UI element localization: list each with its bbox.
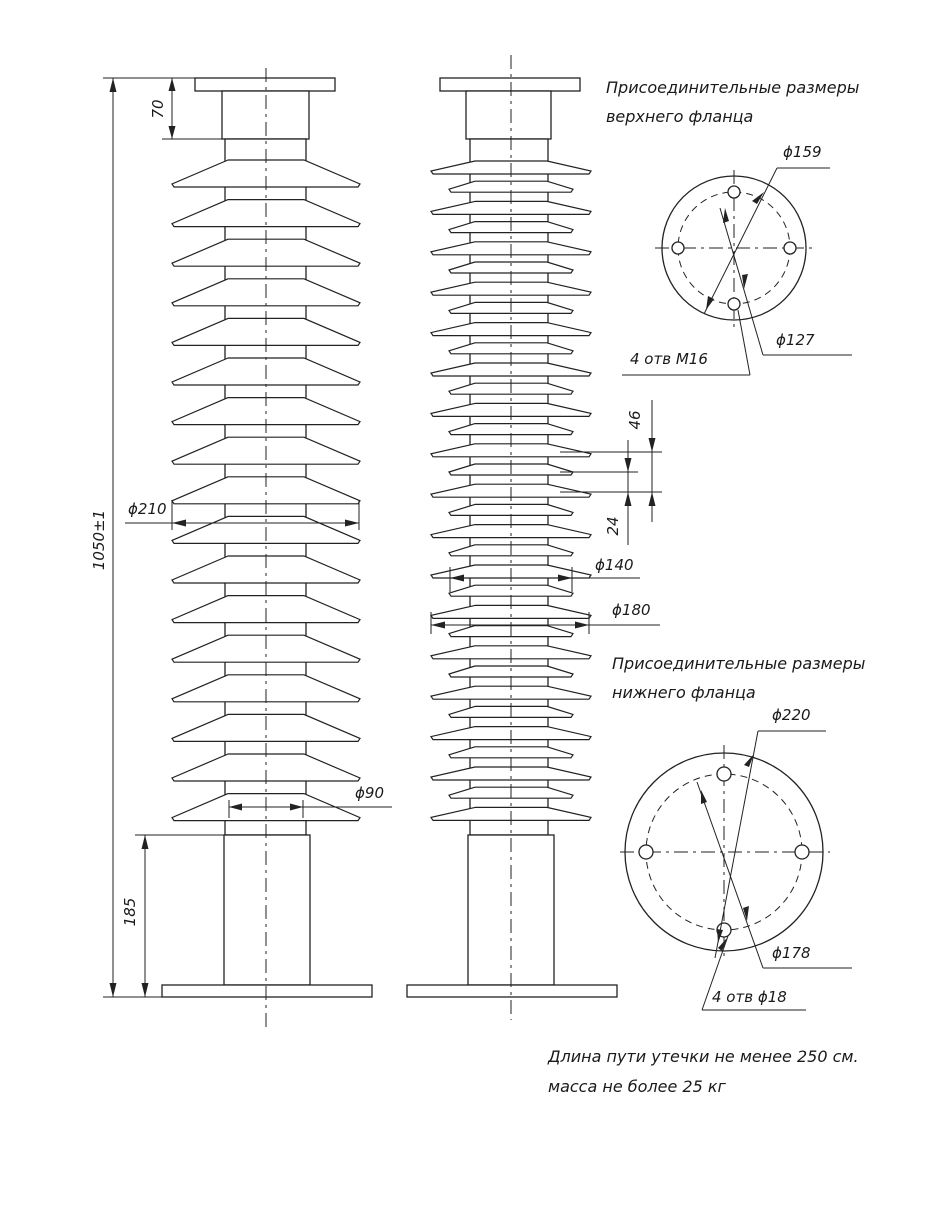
dim-pitch-small: 24 xyxy=(604,516,622,535)
front-shed xyxy=(171,753,361,782)
side-top-neck xyxy=(465,90,552,140)
side-shed-small xyxy=(448,503,574,516)
front-shed xyxy=(171,159,361,188)
front-dimensions: 1050±1 70 185 ϕ210 ϕ90 xyxy=(90,77,392,998)
front-shed xyxy=(171,674,361,703)
lower-flange-detail: Присоединительные размеры нижнего фланца… xyxy=(612,654,865,1011)
front-shed xyxy=(171,238,361,267)
lower-bolt-hole-left xyxy=(638,844,654,860)
side-base-plate xyxy=(406,984,618,998)
front-bottom-cylinder xyxy=(223,834,311,986)
lower-dia-bolt-circle: ϕ178 xyxy=(772,944,811,962)
side-shed-large xyxy=(430,524,592,539)
lower-dia-outer: ϕ220 xyxy=(772,706,811,724)
side-shed-small xyxy=(448,423,574,436)
lower-flange-title-1: Присоединительные размеры xyxy=(612,654,865,673)
side-shed-small xyxy=(448,746,574,759)
side-shed-large xyxy=(430,281,592,296)
notes: Длина пути утечки не менее 250 см. масса… xyxy=(547,1047,859,1096)
side-shed-small xyxy=(448,665,574,678)
upper-bolt-hole-right xyxy=(783,241,797,255)
upper-flange-title-2: верхнего фланца xyxy=(606,107,753,126)
upper-dia-bolt-circle: ϕ127 xyxy=(776,331,815,349)
side-shed-large xyxy=(430,362,592,377)
side-shed-small xyxy=(448,180,574,193)
dim-bottom-height: 185 xyxy=(121,898,139,927)
side-top-flange xyxy=(439,77,581,92)
side-view xyxy=(406,55,618,1020)
lower-bolt-hole-right xyxy=(794,844,810,860)
upper-bolt-hole-top xyxy=(727,185,741,199)
side-shed-small xyxy=(448,261,574,274)
dim-shed-diameter: ϕ210 xyxy=(128,500,167,518)
upper-dia-outer: ϕ159 xyxy=(783,143,822,161)
dim-pitch-large: 46 xyxy=(626,410,644,429)
front-shed xyxy=(171,555,361,584)
front-top-flange xyxy=(194,77,336,92)
upper-bolt-hole-bottom xyxy=(727,297,741,311)
lower-holes-label: 4 отв ϕ18 xyxy=(712,988,787,1006)
side-shed-large xyxy=(430,685,592,700)
dim-core-diameter: ϕ90 xyxy=(355,784,384,802)
dim-small-shed-diameter: ϕ140 xyxy=(595,556,634,574)
upper-flange-title-1: Присоединительные размеры xyxy=(606,78,859,97)
upper-bolt-hole-left xyxy=(671,241,685,255)
note-leakage-path: Длина пути утечки не менее 250 см. xyxy=(547,1047,859,1066)
dim-top-flange-height: 70 xyxy=(149,99,167,118)
note-mass: масса не более 25 кг xyxy=(548,1077,727,1096)
lower-bolt-hole-top xyxy=(716,766,732,782)
upper-holes-label: 4 отв М16 xyxy=(630,350,708,368)
lower-flange-bolt-circle xyxy=(645,773,803,931)
front-base-plate xyxy=(161,984,373,998)
dim-large-shed-diameter: ϕ180 xyxy=(612,601,651,619)
side-dimensions: 46 24 ϕ140 ϕ180 xyxy=(430,400,662,634)
dim-overall-height: 1050±1 xyxy=(90,510,108,570)
lower-flange-title-2: нижнего фланца xyxy=(612,683,756,702)
side-shed-large xyxy=(430,766,592,781)
side-shed-large xyxy=(430,200,592,215)
side-shed-small xyxy=(448,342,574,355)
upper-flange-detail: Присоединительные размеры верхнего фланц… xyxy=(606,78,859,376)
side-shed-small xyxy=(448,584,574,597)
front-view xyxy=(161,68,373,1032)
side-shed-large xyxy=(430,443,592,458)
